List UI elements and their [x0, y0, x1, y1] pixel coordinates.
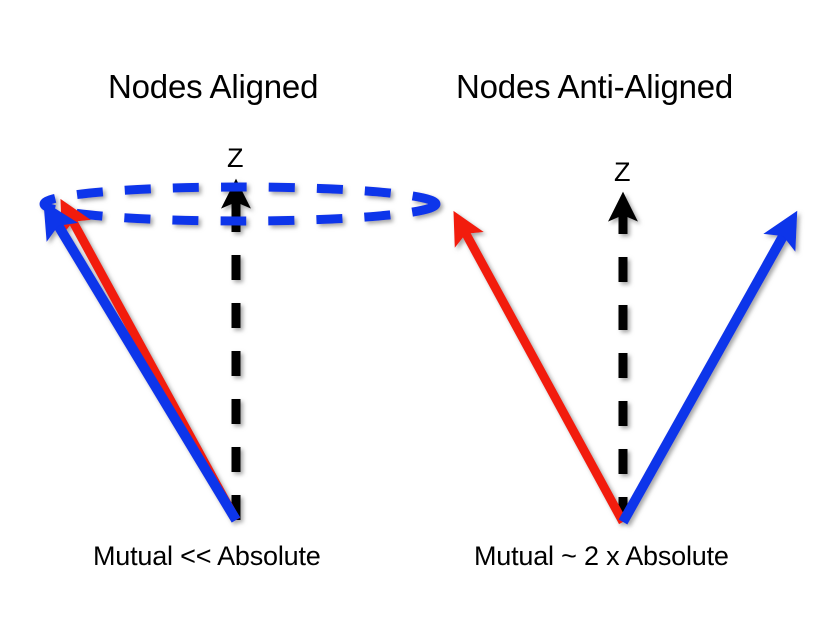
blue-spin-vector-left: [43, 201, 241, 523]
panel-nodes-anti-aligned-graphics: [453, 191, 798, 525]
blue-spin-vector-right: [618, 210, 798, 525]
z-axis-label-left: Z: [227, 143, 244, 173]
panel-title-nodes-aligned: Nodes Aligned: [108, 68, 319, 105]
caption-nodes-anti-aligned: Mutual ~ 2 x Absolute: [474, 541, 729, 571]
caption-nodes-aligned: Mutual << Absolute: [93, 541, 321, 571]
z-axis-label-right: Z: [614, 157, 631, 187]
panel-title-nodes-anti-aligned: Nodes Anti-Aligned: [456, 68, 734, 105]
panel-nodes-aligned-graphics: [39, 178, 441, 523]
red-spin-vector-right: [453, 210, 627, 525]
